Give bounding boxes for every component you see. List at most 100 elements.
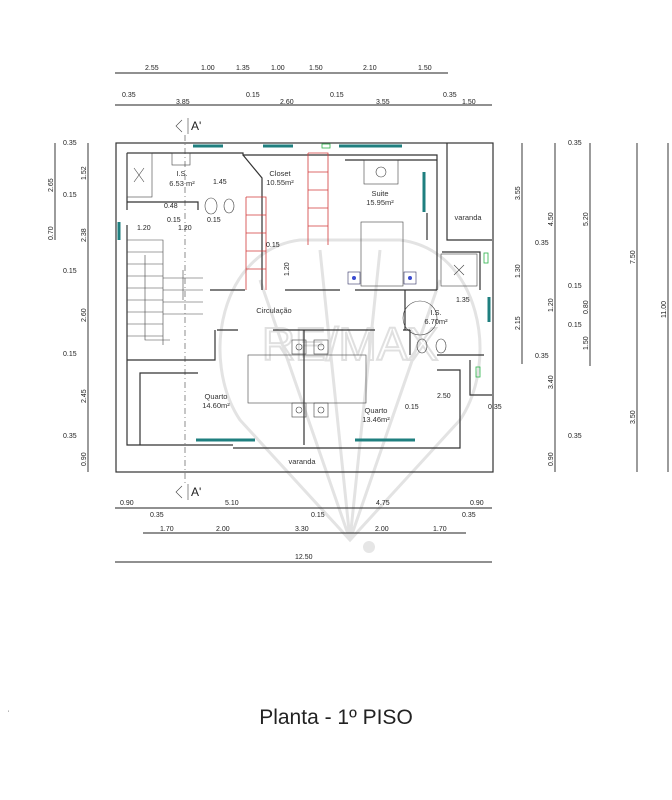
inner-dimensions: 1.45 0.48 0.15 0.15 1.20 1.20 0.15 1.20 … (137, 179, 502, 411)
svg-text:2.55: 2.55 (145, 65, 159, 72)
svg-text:2.00: 2.00 (216, 526, 230, 533)
svg-text:0.35: 0.35 (568, 140, 582, 147)
svg-text:0.15: 0.15 (311, 512, 325, 519)
dimension-row-top-1: 2.55 1.00 1.35 1.00 1.50 2.10 1.50 (115, 65, 448, 74)
svg-text:11.00: 11.00 (661, 301, 668, 318)
svg-text:1.20: 1.20 (178, 225, 192, 232)
svg-text:RE/MAX: RE/MAX (262, 318, 438, 370)
svg-text:I.S.: I.S. (176, 169, 187, 178)
svg-text:1.35: 1.35 (456, 297, 470, 304)
svg-text:6.53 m²: 6.53 m² (169, 179, 195, 188)
svg-text:0.15: 0.15 (246, 92, 260, 99)
svg-text:2.45: 2.45 (81, 389, 88, 403)
svg-text:4.75: 4.75 (376, 500, 390, 507)
svg-text:3.55: 3.55 (376, 99, 390, 106)
staircase (127, 239, 203, 345)
drawing-title: Planta - 1º PISO (259, 706, 413, 729)
svg-text:2.15: 2.15 (515, 316, 522, 330)
svg-text:0.35: 0.35 (488, 404, 502, 411)
svg-text:6.70m²: 6.70m² (424, 317, 448, 326)
svg-text:0.35: 0.35 (535, 353, 549, 360)
svg-text:Closet: Closet (269, 169, 291, 178)
room-is-2: I.S. 6.70m² (424, 308, 448, 326)
svg-text:3.40: 3.40 (548, 375, 555, 389)
dimension-rows-bottom: 0.90 0.35 5.10 0.15 4.75 0.90 0.35 1.70 … (115, 500, 492, 563)
svg-text:0.48: 0.48 (164, 203, 178, 210)
svg-text:0.35: 0.35 (150, 512, 164, 519)
svg-text:0.35: 0.35 (462, 512, 476, 519)
svg-text:0.90: 0.90 (548, 452, 555, 466)
fixtures (126, 152, 478, 418)
svg-text:1.52: 1.52 (81, 166, 88, 180)
svg-text:0.15: 0.15 (63, 268, 77, 275)
svg-text:1.50: 1.50 (309, 65, 323, 72)
room-quarto-1: Quarto 14.60m² (202, 392, 230, 410)
svg-text:3.30: 3.30 (295, 526, 309, 533)
svg-text:0.15: 0.15 (405, 404, 419, 411)
svg-text:0.15: 0.15 (330, 92, 344, 99)
svg-text:1.50: 1.50 (583, 336, 590, 350)
svg-text:3.85: 3.85 (176, 99, 190, 106)
svg-text:12.50: 12.50 (295, 554, 313, 561)
svg-text:1.00: 1.00 (271, 65, 285, 72)
stray-mark: ' (8, 711, 9, 717)
svg-text:4.50: 4.50 (548, 212, 555, 226)
svg-text:14.60m²: 14.60m² (202, 401, 230, 410)
svg-text:5.20: 5.20 (583, 212, 590, 226)
room-circulacao: Circulação (256, 306, 291, 315)
svg-text:1.20: 1.20 (548, 298, 555, 312)
svg-text:0.35: 0.35 (443, 92, 457, 99)
svg-text:0.15: 0.15 (63, 351, 77, 358)
svg-text:10.55m²: 10.55m² (266, 178, 294, 187)
dimension-column-left: 2.65 0.70 0.35 1.52 0.15 2.38 0.15 2.60 … (48, 140, 89, 472)
svg-text:3.55: 3.55 (515, 186, 522, 200)
svg-text:0.15: 0.15 (63, 192, 77, 199)
svg-text:2.38: 2.38 (81, 228, 88, 242)
svg-text:7.50: 7.50 (630, 250, 637, 264)
svg-text:Quarto: Quarto (365, 406, 388, 415)
svg-text:2.10: 2.10 (363, 65, 377, 72)
section-marker-top: A' (175, 118, 201, 134)
svg-text:1.00: 1.00 (201, 65, 215, 72)
svg-text:1.45: 1.45 (213, 179, 227, 186)
svg-text:1.70: 1.70 (433, 526, 447, 533)
room-quarto-2: Quarto 13.46m² (362, 406, 390, 424)
svg-text:1.20: 1.20 (137, 225, 151, 232)
svg-text:A': A' (191, 485, 201, 499)
dimension-column-right: 3.55 0.35 1.30 2.15 0.35 0.35 4.50 0.15 … (515, 140, 669, 472)
svg-text:1.70: 1.70 (160, 526, 174, 533)
svg-text:0.35: 0.35 (63, 433, 77, 440)
svg-text:0.15: 0.15 (266, 242, 280, 249)
svg-text:2.50: 2.50 (437, 393, 451, 400)
svg-text:2.65: 2.65 (48, 178, 55, 192)
svg-text:0.90: 0.90 (81, 452, 88, 466)
svg-text:0.15: 0.15 (207, 217, 221, 224)
room-suite: Suite 15.95m² (366, 189, 394, 207)
room-is-1: I.S. 6.53 m² (169, 169, 195, 188)
svg-text:2.00: 2.00 (375, 526, 389, 533)
remax-watermark: RE/MAX (218, 238, 482, 553)
room-varanda-bottom: varanda (288, 457, 316, 466)
svg-text:1.20: 1.20 (284, 262, 291, 276)
svg-text:0.35: 0.35 (63, 140, 77, 147)
svg-text:15.95m²: 15.95m² (366, 198, 394, 207)
svg-text:0.70: 0.70 (48, 226, 55, 240)
svg-text:1.50: 1.50 (418, 65, 432, 72)
svg-text:I.S.: I.S. (430, 308, 441, 317)
svg-text:2.60: 2.60 (280, 99, 294, 106)
svg-text:0.15: 0.15 (167, 217, 181, 224)
svg-text:0.35: 0.35 (535, 240, 549, 247)
svg-text:1.30: 1.30 (515, 264, 522, 278)
svg-text:0.90: 0.90 (470, 500, 484, 507)
section-marker-bottom: A' (175, 484, 201, 500)
room-closet: Closet 10.55m² (266, 169, 294, 187)
windows (117, 143, 491, 442)
svg-text:2.60: 2.60 (81, 308, 88, 322)
svg-text:0.80: 0.80 (583, 300, 590, 314)
svg-text:Suite: Suite (371, 189, 388, 198)
svg-text:0.35: 0.35 (568, 433, 582, 440)
svg-text:0.90: 0.90 (120, 500, 134, 507)
svg-text:0.35: 0.35 (122, 92, 136, 99)
svg-text:0.15: 0.15 (568, 283, 582, 290)
